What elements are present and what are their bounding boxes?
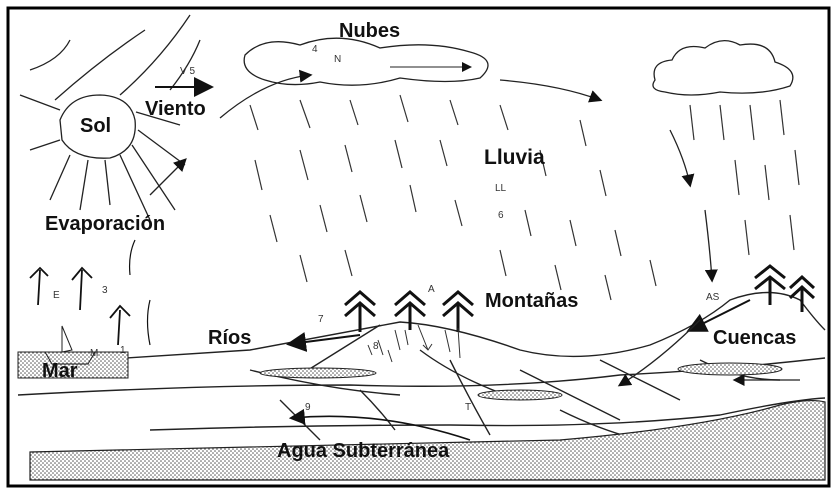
label-agua-subterranea: Agua Subterránea bbox=[277, 440, 450, 462]
lake-3 bbox=[677, 362, 783, 376]
mountain-tree-icons bbox=[344, 264, 816, 332]
descend-arrow bbox=[669, 129, 695, 188]
label-lluvia: Lluvia bbox=[484, 146, 545, 169]
cloud-icon bbox=[243, 37, 489, 86]
evaporation-up-arrows bbox=[29, 239, 151, 346]
boat-icon bbox=[44, 325, 96, 365]
marker-montanas-letter: A bbox=[428, 284, 435, 295]
cloud-drift-arrow bbox=[499, 79, 603, 103]
infiltration-marks bbox=[367, 324, 461, 363]
marker-sub-num: 9 bbox=[305, 402, 311, 413]
sun-icon bbox=[19, 14, 201, 221]
lake-2 bbox=[477, 389, 563, 401]
label-sol: Sol bbox=[80, 115, 112, 137]
marker-lluvia-letter: LL bbox=[495, 183, 507, 194]
wind-to-cloud-arrow bbox=[219, 69, 313, 119]
marker-mar-letter: M bbox=[90, 348, 99, 359]
sea-area bbox=[17, 351, 129, 379]
marker-sub-letter: T bbox=[465, 402, 472, 413]
cloud-right-icon bbox=[652, 40, 794, 96]
rain-lines bbox=[249, 94, 657, 301]
marker-mar-num: 1 bbox=[120, 345, 126, 356]
marker-nubes-letter: N bbox=[334, 54, 342, 65]
label-cuencas: Cuencas bbox=[713, 327, 797, 349]
marker-montanas-num: 8 bbox=[373, 341, 379, 352]
evaporation-arrow bbox=[149, 158, 187, 196]
lake-1 bbox=[259, 367, 377, 379]
marker-evap-num: 3 bbox=[102, 285, 108, 296]
river-arrow bbox=[286, 332, 361, 352]
label-nubes: Nubes bbox=[339, 20, 401, 42]
marker-nubes-num: 4 bbox=[312, 44, 318, 55]
marker-viento: V 5 bbox=[180, 66, 196, 77]
label-rios: Ríos bbox=[208, 327, 252, 349]
marker-rios-num: 7 bbox=[318, 314, 324, 325]
label-montanas: Montañas bbox=[485, 290, 579, 312]
label-evaporacion: Evaporación bbox=[45, 213, 166, 235]
outer-frame bbox=[6, 6, 831, 488]
rain-right-lines bbox=[689, 99, 800, 256]
marker-evap-letter: E bbox=[53, 290, 60, 301]
marker-lluvia-num: 6 bbox=[498, 210, 504, 221]
descend-arrow-2 bbox=[704, 209, 718, 283]
label-viento: Viento bbox=[145, 98, 206, 120]
bedrock bbox=[29, 399, 826, 481]
marker-cuencas-letter: AS bbox=[706, 292, 720, 303]
basin-flow-arrow bbox=[617, 319, 701, 387]
groundwater-arrow bbox=[288, 408, 471, 441]
basin-arrow bbox=[686, 299, 751, 332]
label-mar: Mar bbox=[42, 360, 78, 382]
